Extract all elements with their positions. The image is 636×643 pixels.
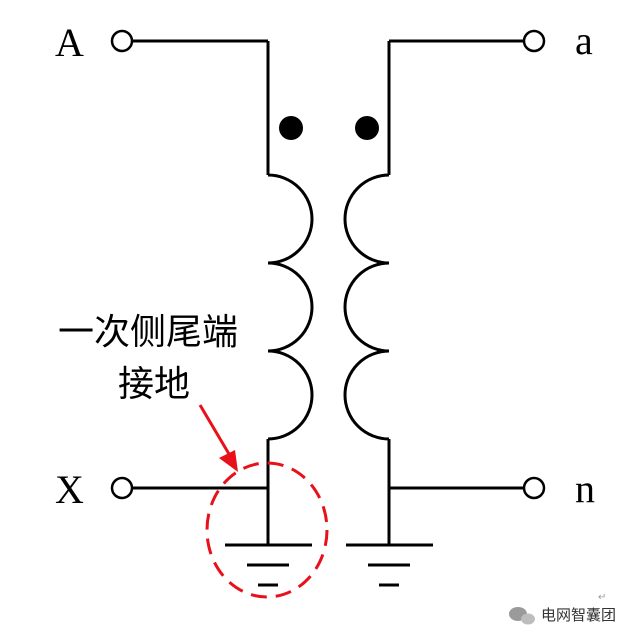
- annotation-arrow-head: [219, 450, 238, 472]
- secondary-polarity-dot: [355, 116, 379, 140]
- primary-coil: [267, 173, 314, 441]
- primary-polarity-dot: [279, 116, 303, 140]
- terminal-a: [522, 29, 546, 53]
- secondary-winding: [343, 39, 523, 545]
- label-n: n: [575, 466, 595, 511]
- return-mark: ↵: [598, 592, 606, 603]
- secondary-coil: [343, 173, 390, 441]
- grounding-highlight-ellipse: [205, 461, 329, 599]
- wechat-icon: [509, 607, 535, 625]
- secondary-ground-symbol: [346, 543, 433, 587]
- annotation-line-2: 接地: [118, 364, 190, 405]
- annotation-line-1: 一次侧尾端: [58, 312, 238, 353]
- label-X: X: [55, 467, 84, 512]
- terminal-X: [110, 476, 134, 500]
- watermark: 电网智囊团: [509, 606, 616, 625]
- label-a: a: [575, 18, 593, 63]
- primary-winding: [133, 39, 314, 545]
- terminal-A: [110, 29, 134, 53]
- label-A: A: [55, 20, 84, 65]
- primary-ground-symbol: [225, 543, 312, 587]
- annotation-arrow-shaft: [198, 404, 231, 455]
- watermark-text: 电网智囊团: [541, 606, 616, 624]
- terminal-n: [522, 476, 546, 500]
